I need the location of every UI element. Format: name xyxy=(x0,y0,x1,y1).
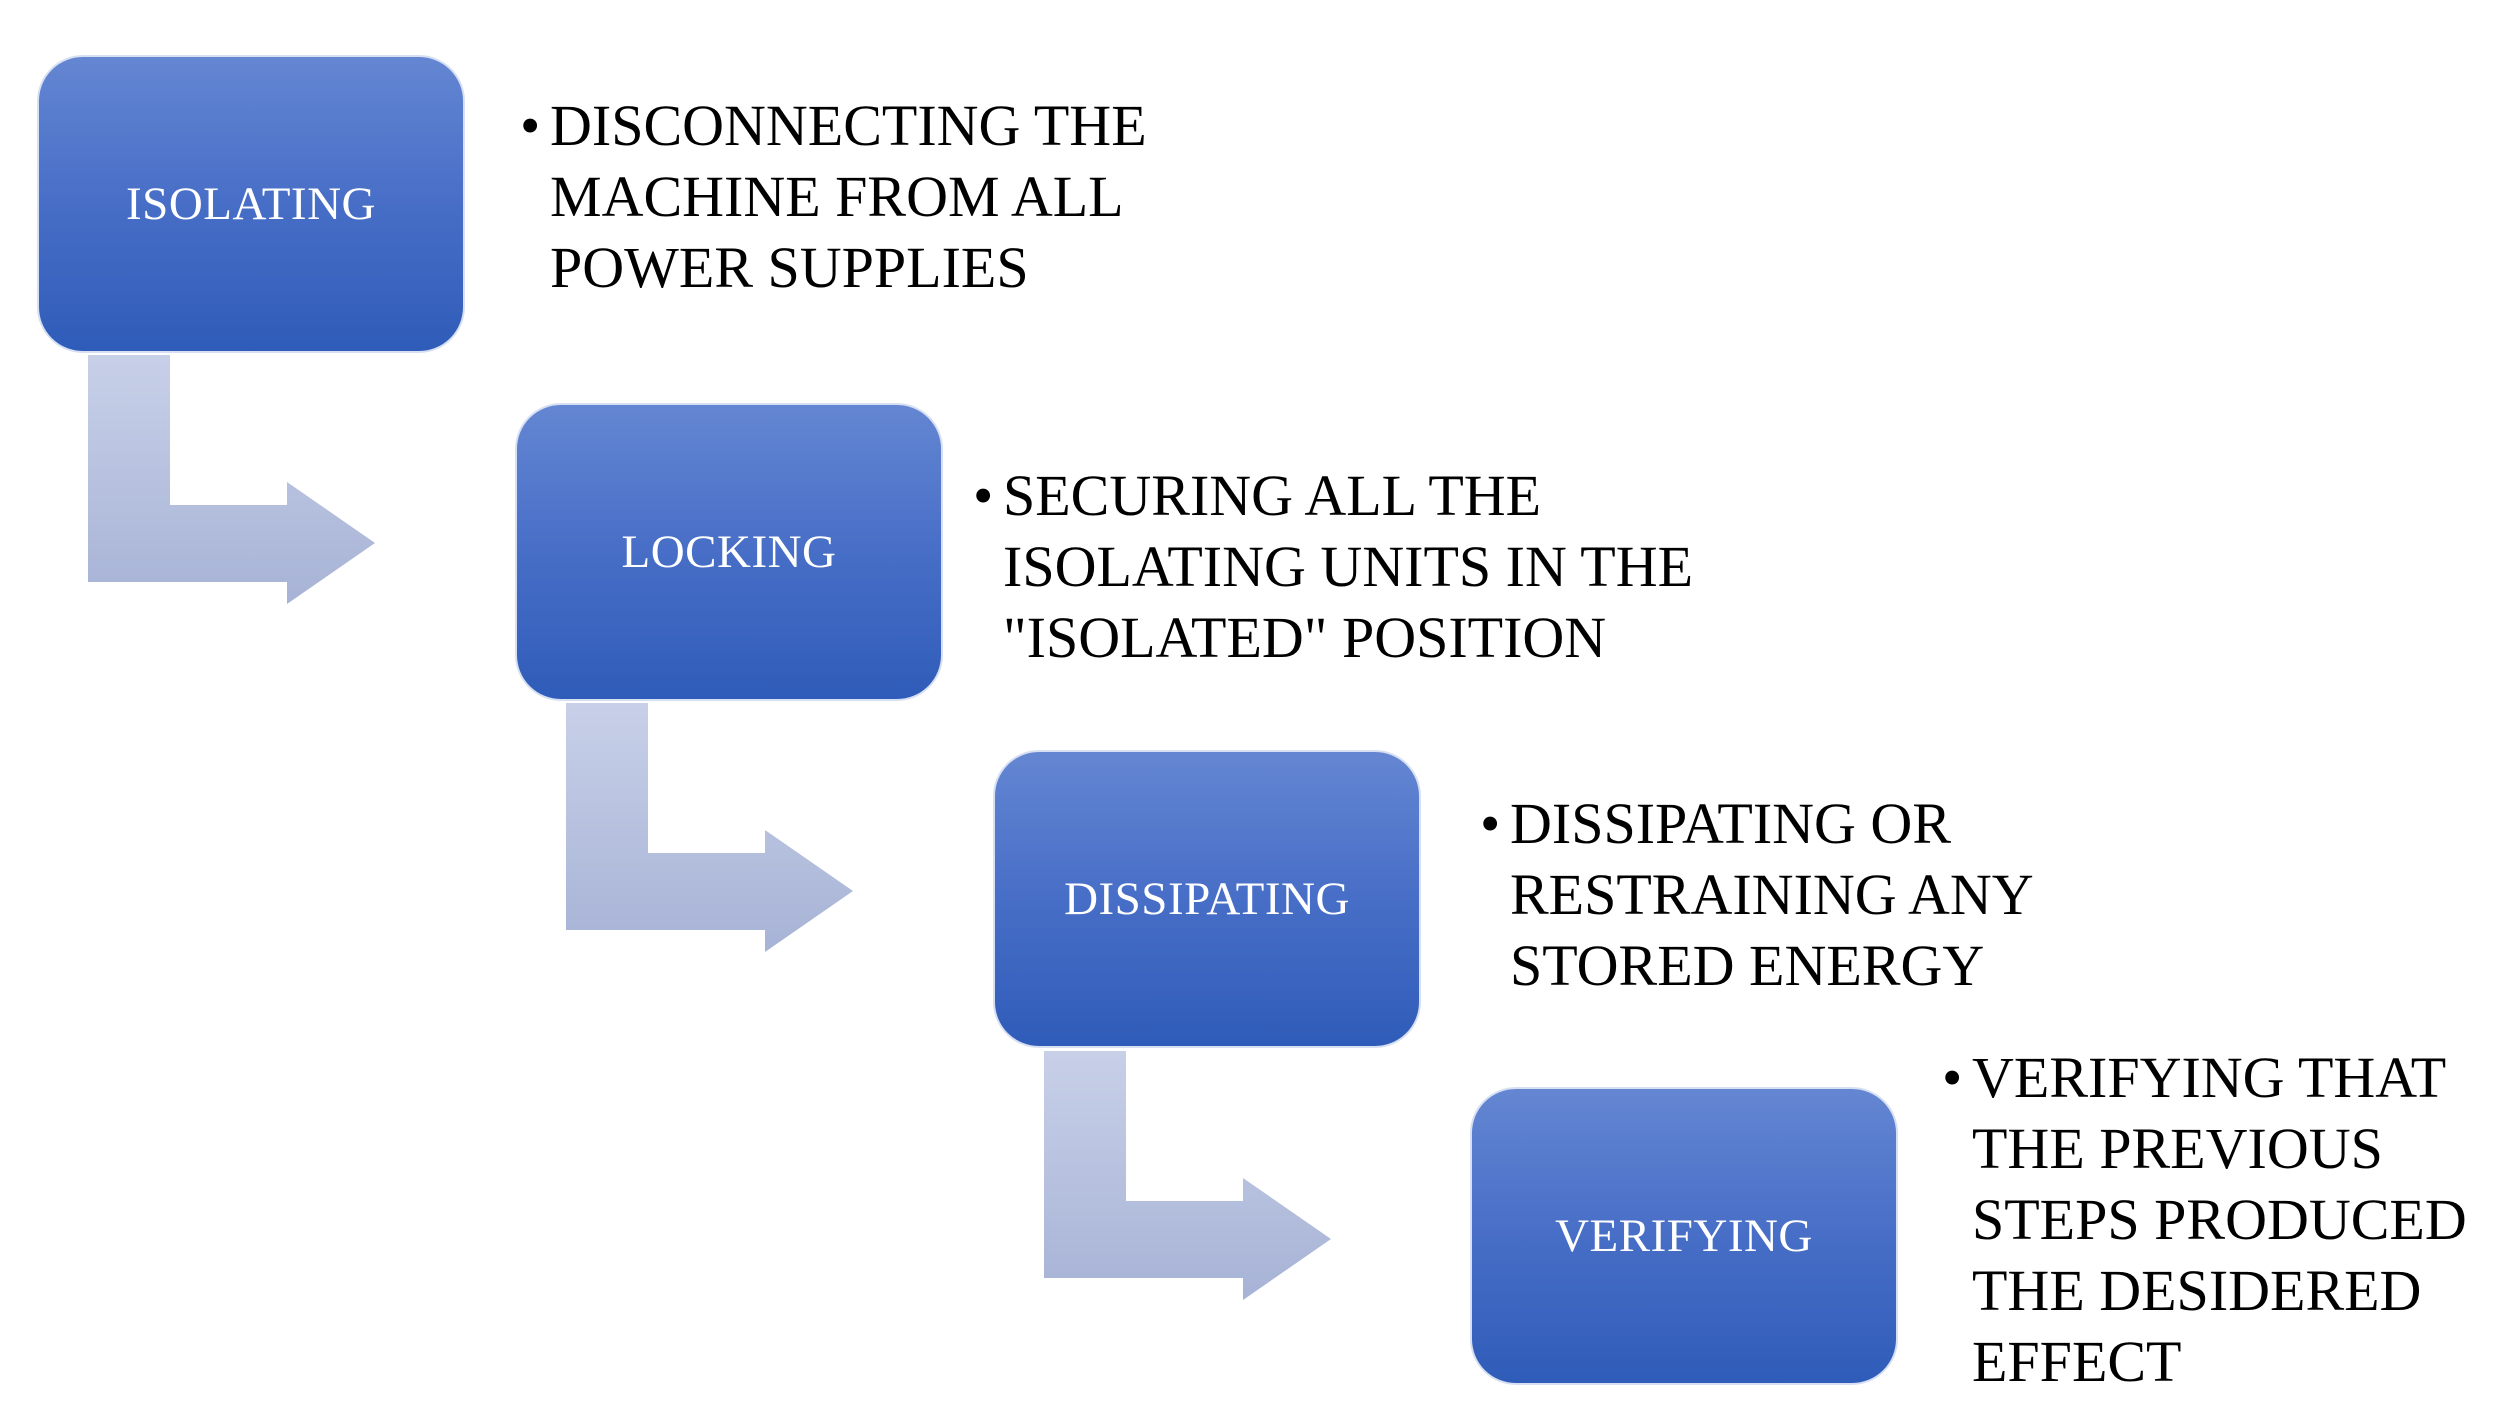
bullet-marker: • xyxy=(973,463,994,528)
description-line: SECURING ALL THE xyxy=(1003,463,1542,528)
step-label: LOCKING xyxy=(621,526,837,578)
description-line: "ISOLATED" POSITION xyxy=(1003,605,1607,670)
description-line: DISSIPATING OR xyxy=(1510,791,1952,856)
step-box-locking: LOCKING xyxy=(515,403,943,701)
step-label: ISOLATING xyxy=(126,178,376,230)
step-label: DISSIPATING xyxy=(1064,873,1350,925)
bent-arrow-3 xyxy=(1044,1051,1331,1300)
bullet-marker: • xyxy=(1942,1045,1963,1110)
step-description-verifying: • VERIFYING THAT THE PREVIOUS STEPS PROD… xyxy=(1942,1042,2467,1397)
step-box-dissipating: DISSIPATING xyxy=(993,750,1421,1048)
description-line: POWER SUPPLIES xyxy=(550,235,1029,300)
description-line: RESTRAINING ANY xyxy=(1510,862,2034,927)
description-line: STORED ENERGY xyxy=(1510,933,1985,998)
step-box-verifying: VERIFYING xyxy=(1470,1087,1898,1385)
description-line: EFFECT xyxy=(1972,1329,2182,1394)
step-box-isolating: ISOLATING xyxy=(37,55,465,353)
description-line: ISOLATING UNITS IN THE xyxy=(1003,534,1694,599)
description-line: THE PREVIOUS xyxy=(1972,1116,2383,1181)
bullet-marker: • xyxy=(520,93,541,158)
step-description-dissipating: • DISSIPATING OR RESTRAINING ANY STORED … xyxy=(1480,788,2034,1001)
bullet-marker: • xyxy=(1480,791,1501,856)
step-label: VERIFYING xyxy=(1555,1210,1813,1262)
bent-arrow-1 xyxy=(88,355,375,604)
description-line: STEPS PRODUCED xyxy=(1972,1187,2467,1252)
description-line: VERIFYING THAT xyxy=(1972,1045,2447,1110)
bent-arrow-2 xyxy=(566,703,853,952)
step-description-locking: • SECURING ALL THE ISOLATING UNITS IN TH… xyxy=(973,460,1694,673)
step-description-isolating: • DISCONNECTING THE MACHINE FROM ALL POW… xyxy=(520,90,1147,303)
description-line: THE DESIDERED xyxy=(1972,1258,2422,1323)
description-line: MACHINE FROM ALL xyxy=(550,164,1124,229)
description-line: DISCONNECTING THE xyxy=(550,93,1147,158)
